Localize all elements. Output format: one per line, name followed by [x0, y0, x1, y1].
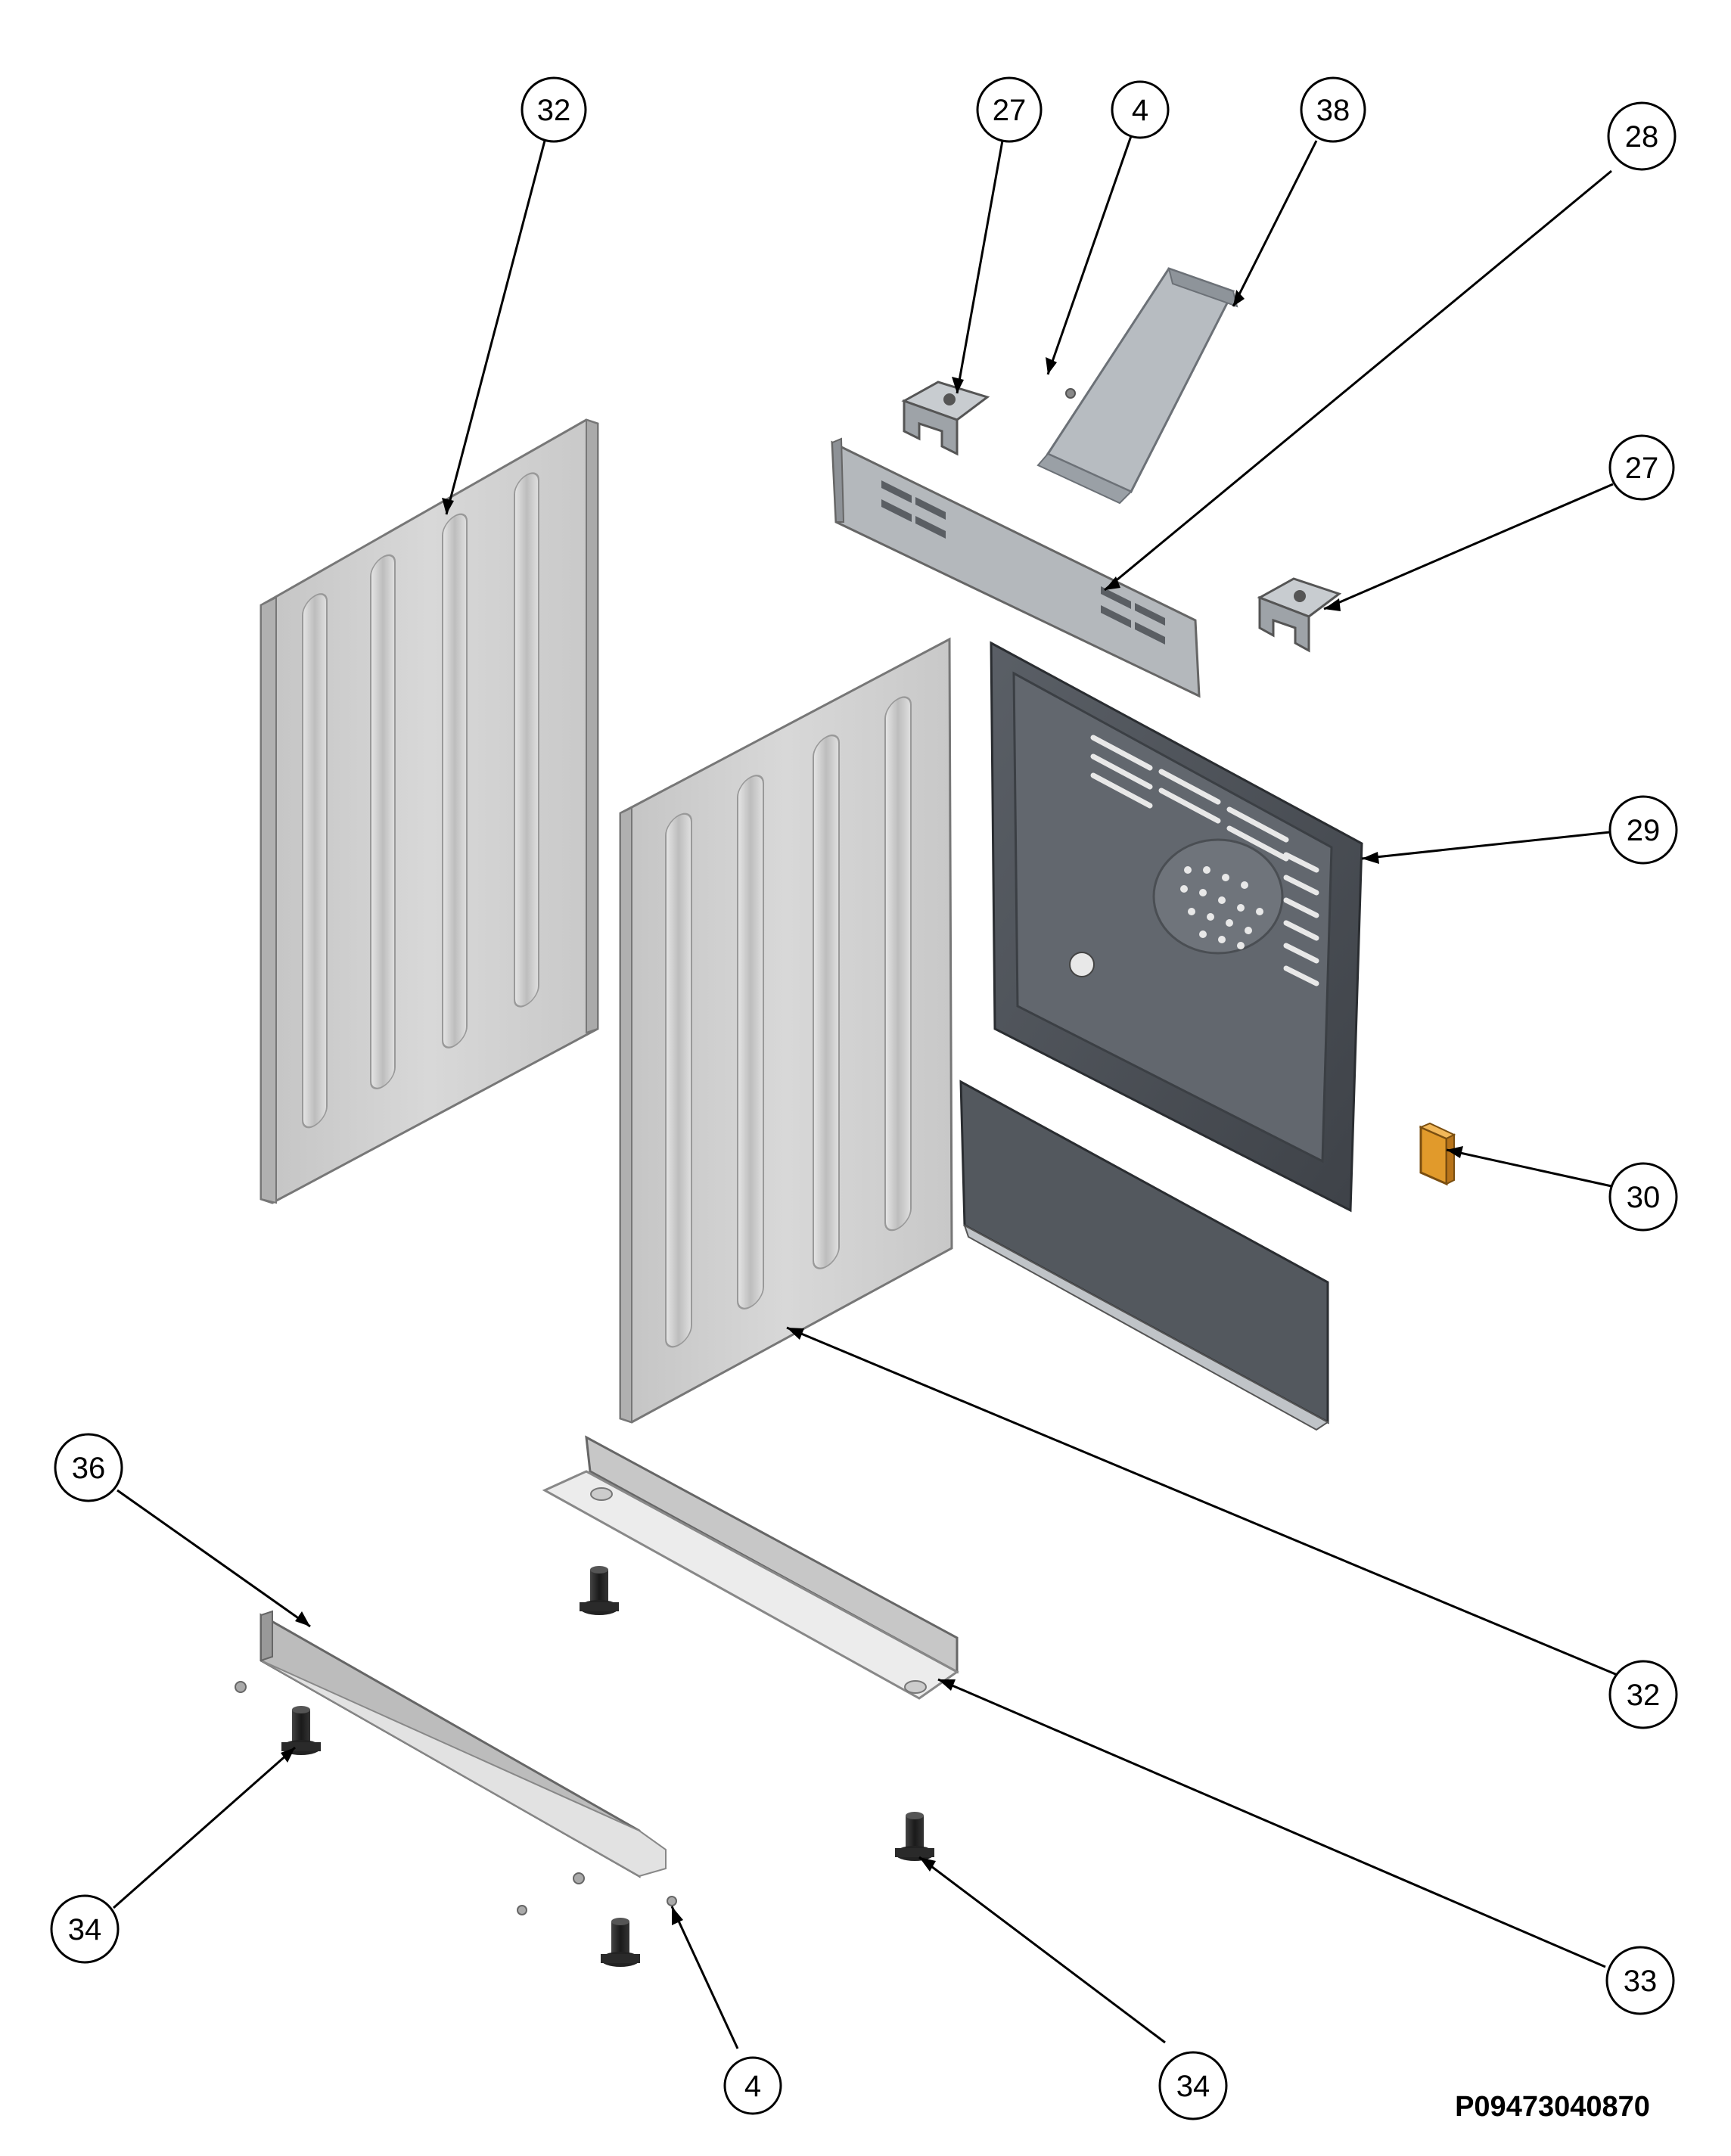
mounting-bracket-upper	[901, 381, 990, 456]
panel-rib	[302, 593, 328, 1129]
screw-small-top	[1065, 388, 1076, 399]
svg-text:32: 32	[537, 94, 571, 127]
fan-grille	[1152, 838, 1284, 955]
bottom-channel	[542, 1435, 959, 1700]
screw-small	[235, 1681, 677, 1915]
svg-text:34: 34	[1176, 2070, 1210, 2103]
lamp-holder-component	[1419, 1122, 1456, 1186]
callout-29: 29	[1608, 795, 1678, 865]
rear-oven-wall	[990, 641, 1363, 1213]
panel-rib	[514, 472, 539, 1008]
adjustable-foot	[601, 1918, 640, 1967]
svg-text:38: 38	[1316, 94, 1350, 127]
panel-rib	[884, 696, 912, 1232]
panel-rib	[813, 734, 840, 1269]
svg-text:33: 33	[1624, 1965, 1658, 1998]
svg-text:27: 27	[1625, 452, 1659, 485]
panel-rib	[665, 812, 692, 1348]
svg-text:4: 4	[1132, 94, 1148, 127]
callout-32-rear: 32	[521, 76, 587, 143]
svg-text:36: 36	[72, 1452, 106, 1485]
lower-rear-panel	[959, 1080, 1329, 1431]
panel-rib	[370, 554, 396, 1089]
svg-text:28: 28	[1625, 120, 1659, 154]
svg-text:32: 32	[1627, 1679, 1661, 1712]
svg-text:27: 27	[993, 94, 1027, 127]
leader-lines	[113, 135, 1620, 2049]
svg-text:30: 30	[1627, 1181, 1661, 1214]
leader-arrowheads	[281, 290, 1463, 1925]
svg-text:4: 4	[744, 2070, 761, 2103]
panel-rib	[737, 775, 764, 1309]
callout-36: 36	[54, 1433, 123, 1502]
callout-27-right: 27	[1608, 434, 1675, 501]
mounting-bracket-right	[1257, 577, 1342, 653]
side-panel-rear	[259, 418, 599, 1204]
drawing-code: P09473040870	[1455, 2091, 1650, 2123]
callout-4-lower: 4	[723, 2056, 782, 2115]
panel-rib	[442, 513, 468, 1048]
callout-38: 38	[1300, 76, 1366, 143]
callout-30: 30	[1608, 1162, 1678, 1232]
adjustable-foot	[580, 1566, 619, 1615]
svg-text:34: 34	[68, 1913, 102, 1946]
side-panel-front	[619, 637, 953, 1424]
callout-27-upper: 27	[976, 76, 1043, 143]
top-rail	[831, 437, 1201, 698]
adjustable-foot	[281, 1706, 321, 1755]
callout-33: 33	[1605, 1946, 1675, 2015]
callout-28: 28	[1607, 101, 1677, 171]
callout-34-left: 34	[50, 1894, 120, 1964]
top-cover-plate	[1036, 267, 1238, 505]
callout-4-upper: 4	[1111, 80, 1170, 139]
kick-plate	[259, 1610, 667, 1878]
svg-text:29: 29	[1627, 814, 1661, 847]
adjustable-foot	[895, 1812, 934, 1861]
callout-34-right: 34	[1158, 2051, 1228, 2120]
callout-32-front: 32	[1608, 1660, 1678, 1729]
